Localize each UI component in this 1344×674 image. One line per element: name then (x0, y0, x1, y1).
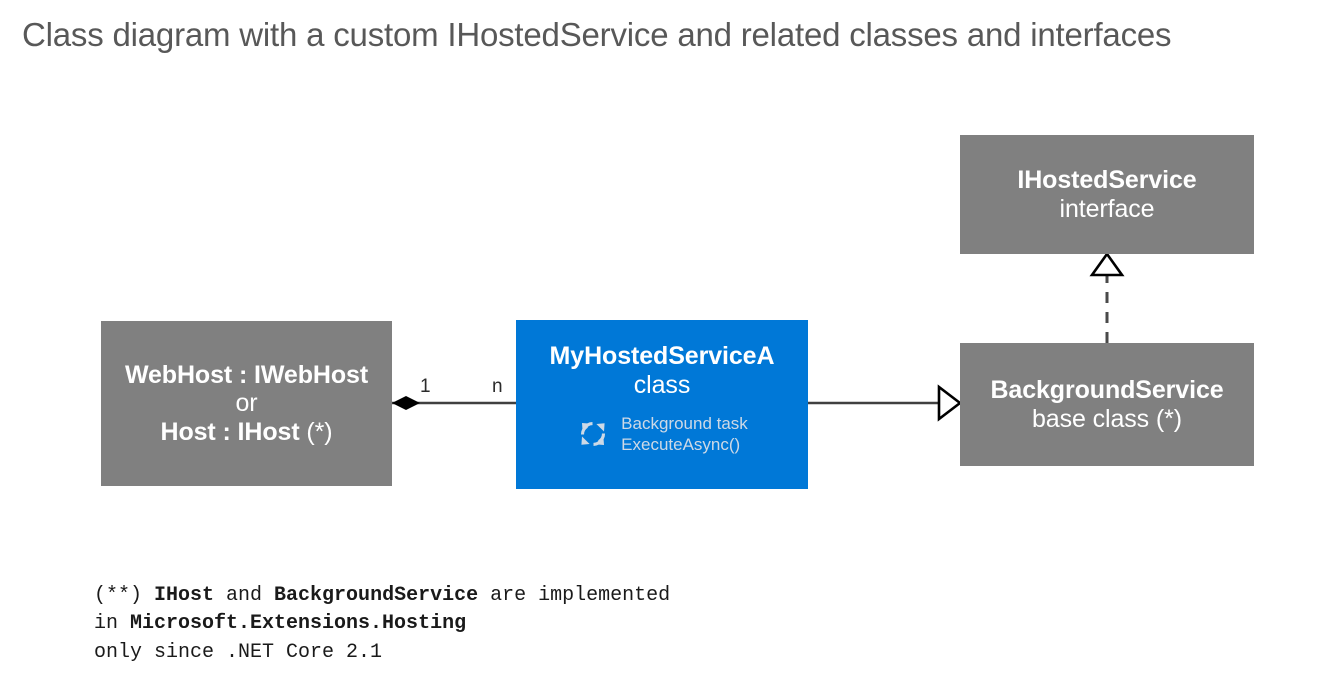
footnote-line1-suffix: are implemented (478, 584, 671, 607)
class-box-detail-text: Background task ExecuteAsync() (621, 413, 748, 456)
class-box-title: BackgroundService (990, 376, 1224, 404)
detail-line-1: Background task (621, 414, 748, 433)
class-box-title-alt-bold: Host : IHost (160, 417, 300, 446)
class-box-or-separator: or (235, 389, 258, 418)
footnote-line2-prefix: in (94, 612, 131, 636)
class-box-detail-row: Background task ExecuteAsync() (576, 413, 748, 456)
class-box-stereotype: interface (1059, 194, 1155, 223)
multiplicity-label-target: n (492, 376, 503, 397)
class-box-ihostedservice[interactable]: IHostedService interface (960, 135, 1254, 254)
class-box-title: WebHost : IWebHost (124, 360, 369, 389)
hollow-triangle-marker-generalization (937, 384, 963, 422)
hollow-triangle-marker-realization (1089, 251, 1125, 277)
footnote-line1-bgsvc: BackgroundService (274, 584, 479, 607)
footnote-line1-and: and (214, 584, 275, 607)
footnote-line2-namespace: Microsoft.Extensions.Hosting (130, 612, 467, 636)
class-box-myhostedservicea[interactable]: MyHostedServiceA class Backg (516, 320, 808, 489)
class-box-stereotype: class (633, 370, 691, 399)
footnote-line3: only since .NET Core 2.1 (94, 640, 383, 664)
connector-composition (392, 396, 516, 410)
connector-realization (1089, 251, 1125, 343)
class-box-title-alt-note: (*) (299, 417, 333, 446)
connector-generalization (808, 384, 963, 422)
multiplicity-label-source: 1 (420, 376, 431, 397)
class-box-stereotype: base class (*) (1031, 404, 1183, 433)
footnote-line1-prefix: (**) (94, 584, 155, 607)
class-box-title: MyHostedServiceA (549, 342, 775, 370)
footnote: (**) IHost and BackgroundService are imp… (94, 582, 670, 667)
class-box-title: IHostedService (1017, 166, 1197, 194)
class-box-backgroundservice[interactable]: BackgroundService base class (*) (960, 343, 1254, 466)
page-title: Class diagram with a custom IHostedServi… (22, 16, 1172, 53)
class-box-title-alt: Host : IHost (*) (160, 418, 332, 447)
footnote-line1-ihost: IHost (154, 584, 215, 607)
class-box-webhost[interactable]: WebHost : IWebHost or Host : IHost (*) (101, 321, 392, 486)
background-task-cycle-icon (581, 422, 606, 447)
filled-diamond-marker (392, 396, 420, 410)
detail-line-2: ExecuteAsync() (621, 435, 741, 455)
